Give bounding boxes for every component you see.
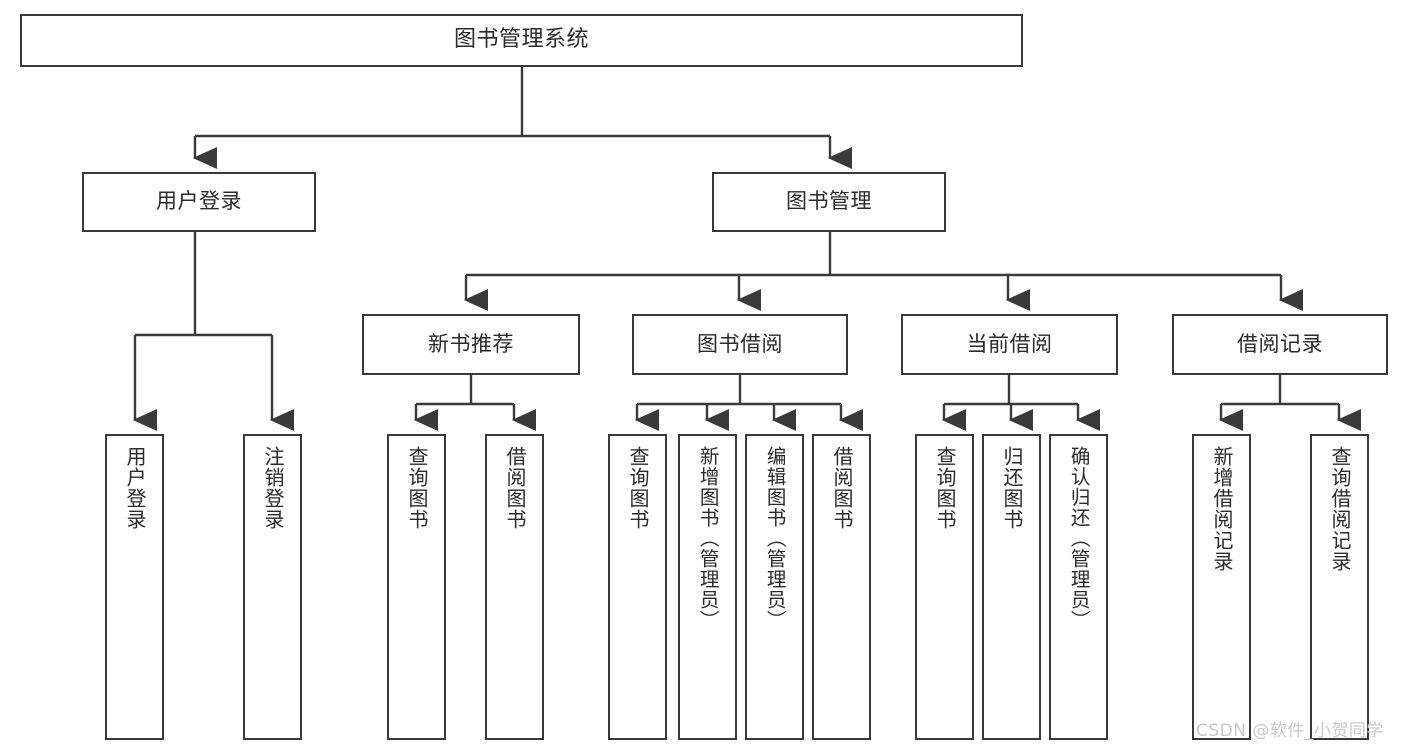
node-book-management[interactable]: 图书管理	[712, 172, 946, 232]
node-label: 编辑图书（管理员）	[763, 446, 787, 631]
node-leaf-add-book[interactable]: 新增图书（管理员）	[678, 434, 737, 740]
node-leaf-user-login[interactable]: 用户登录	[105, 434, 164, 740]
node-label: 图书管理系统	[453, 27, 589, 53]
node-borrow-record[interactable]: 借阅记录	[1172, 314, 1388, 375]
node-current-borrow[interactable]: 当前借阅	[901, 314, 1118, 375]
csdn-watermark: CSDN @软件_小贺同学	[1196, 716, 1384, 741]
node-book-borrow[interactable]: 图书借阅	[632, 314, 848, 375]
node-label: 用户登录	[156, 189, 242, 214]
node-label: 新书推荐	[428, 331, 514, 356]
node-leaf-user-logout[interactable]: 注销登录	[243, 434, 302, 740]
node-label: 查询图书	[405, 446, 429, 530]
node-label: 查询图书	[933, 446, 957, 530]
node-leaf-query-book-current[interactable]: 查询图书	[915, 434, 974, 740]
watermark-text: CSDN @软件_小贺同学	[1196, 721, 1384, 741]
node-new-book-recommend[interactable]: 新书推荐	[362, 314, 580, 375]
node-root-system[interactable]: 图书管理系统	[20, 14, 1023, 67]
node-user-login[interactable]: 用户登录	[82, 172, 316, 232]
node-label: 借阅记录	[1237, 331, 1323, 356]
node-label: 图书管理	[786, 189, 872, 214]
node-label: 查询借阅记录	[1328, 446, 1352, 572]
node-leaf-add-borrow-record[interactable]: 新增借阅记录	[1192, 434, 1251, 740]
node-label: 借阅图书	[830, 446, 854, 530]
node-leaf-edit-book[interactable]: 编辑图书（管理员）	[745, 434, 804, 740]
node-leaf-confirm-return[interactable]: 确认归还（管理员）	[1049, 434, 1108, 740]
node-label: 归还图书	[1000, 446, 1024, 530]
node-label: 图书借阅	[697, 331, 783, 356]
node-leaf-borrow-book[interactable]: 借阅图书	[812, 434, 871, 740]
node-label: 借阅图书	[503, 446, 527, 530]
node-leaf-borrow-book-recommend[interactable]: 借阅图书	[485, 434, 544, 740]
node-leaf-query-book-borrow[interactable]: 查询图书	[608, 434, 667, 740]
node-label: 当前借阅	[966, 331, 1053, 356]
node-leaf-query-book-recommend[interactable]: 查询图书	[387, 434, 446, 740]
node-label: 注销登录	[261, 446, 285, 530]
node-label: 查询图书	[626, 446, 650, 530]
node-label: 新增借阅记录	[1210, 446, 1234, 572]
node-leaf-query-borrow-record[interactable]: 查询借阅记录	[1310, 434, 1369, 740]
node-leaf-return-book[interactable]: 归还图书	[982, 434, 1041, 740]
node-label: 用户登录	[123, 446, 147, 530]
node-label: 新增图书（管理员）	[696, 446, 720, 631]
node-label: 确认归还（管理员）	[1067, 446, 1091, 631]
